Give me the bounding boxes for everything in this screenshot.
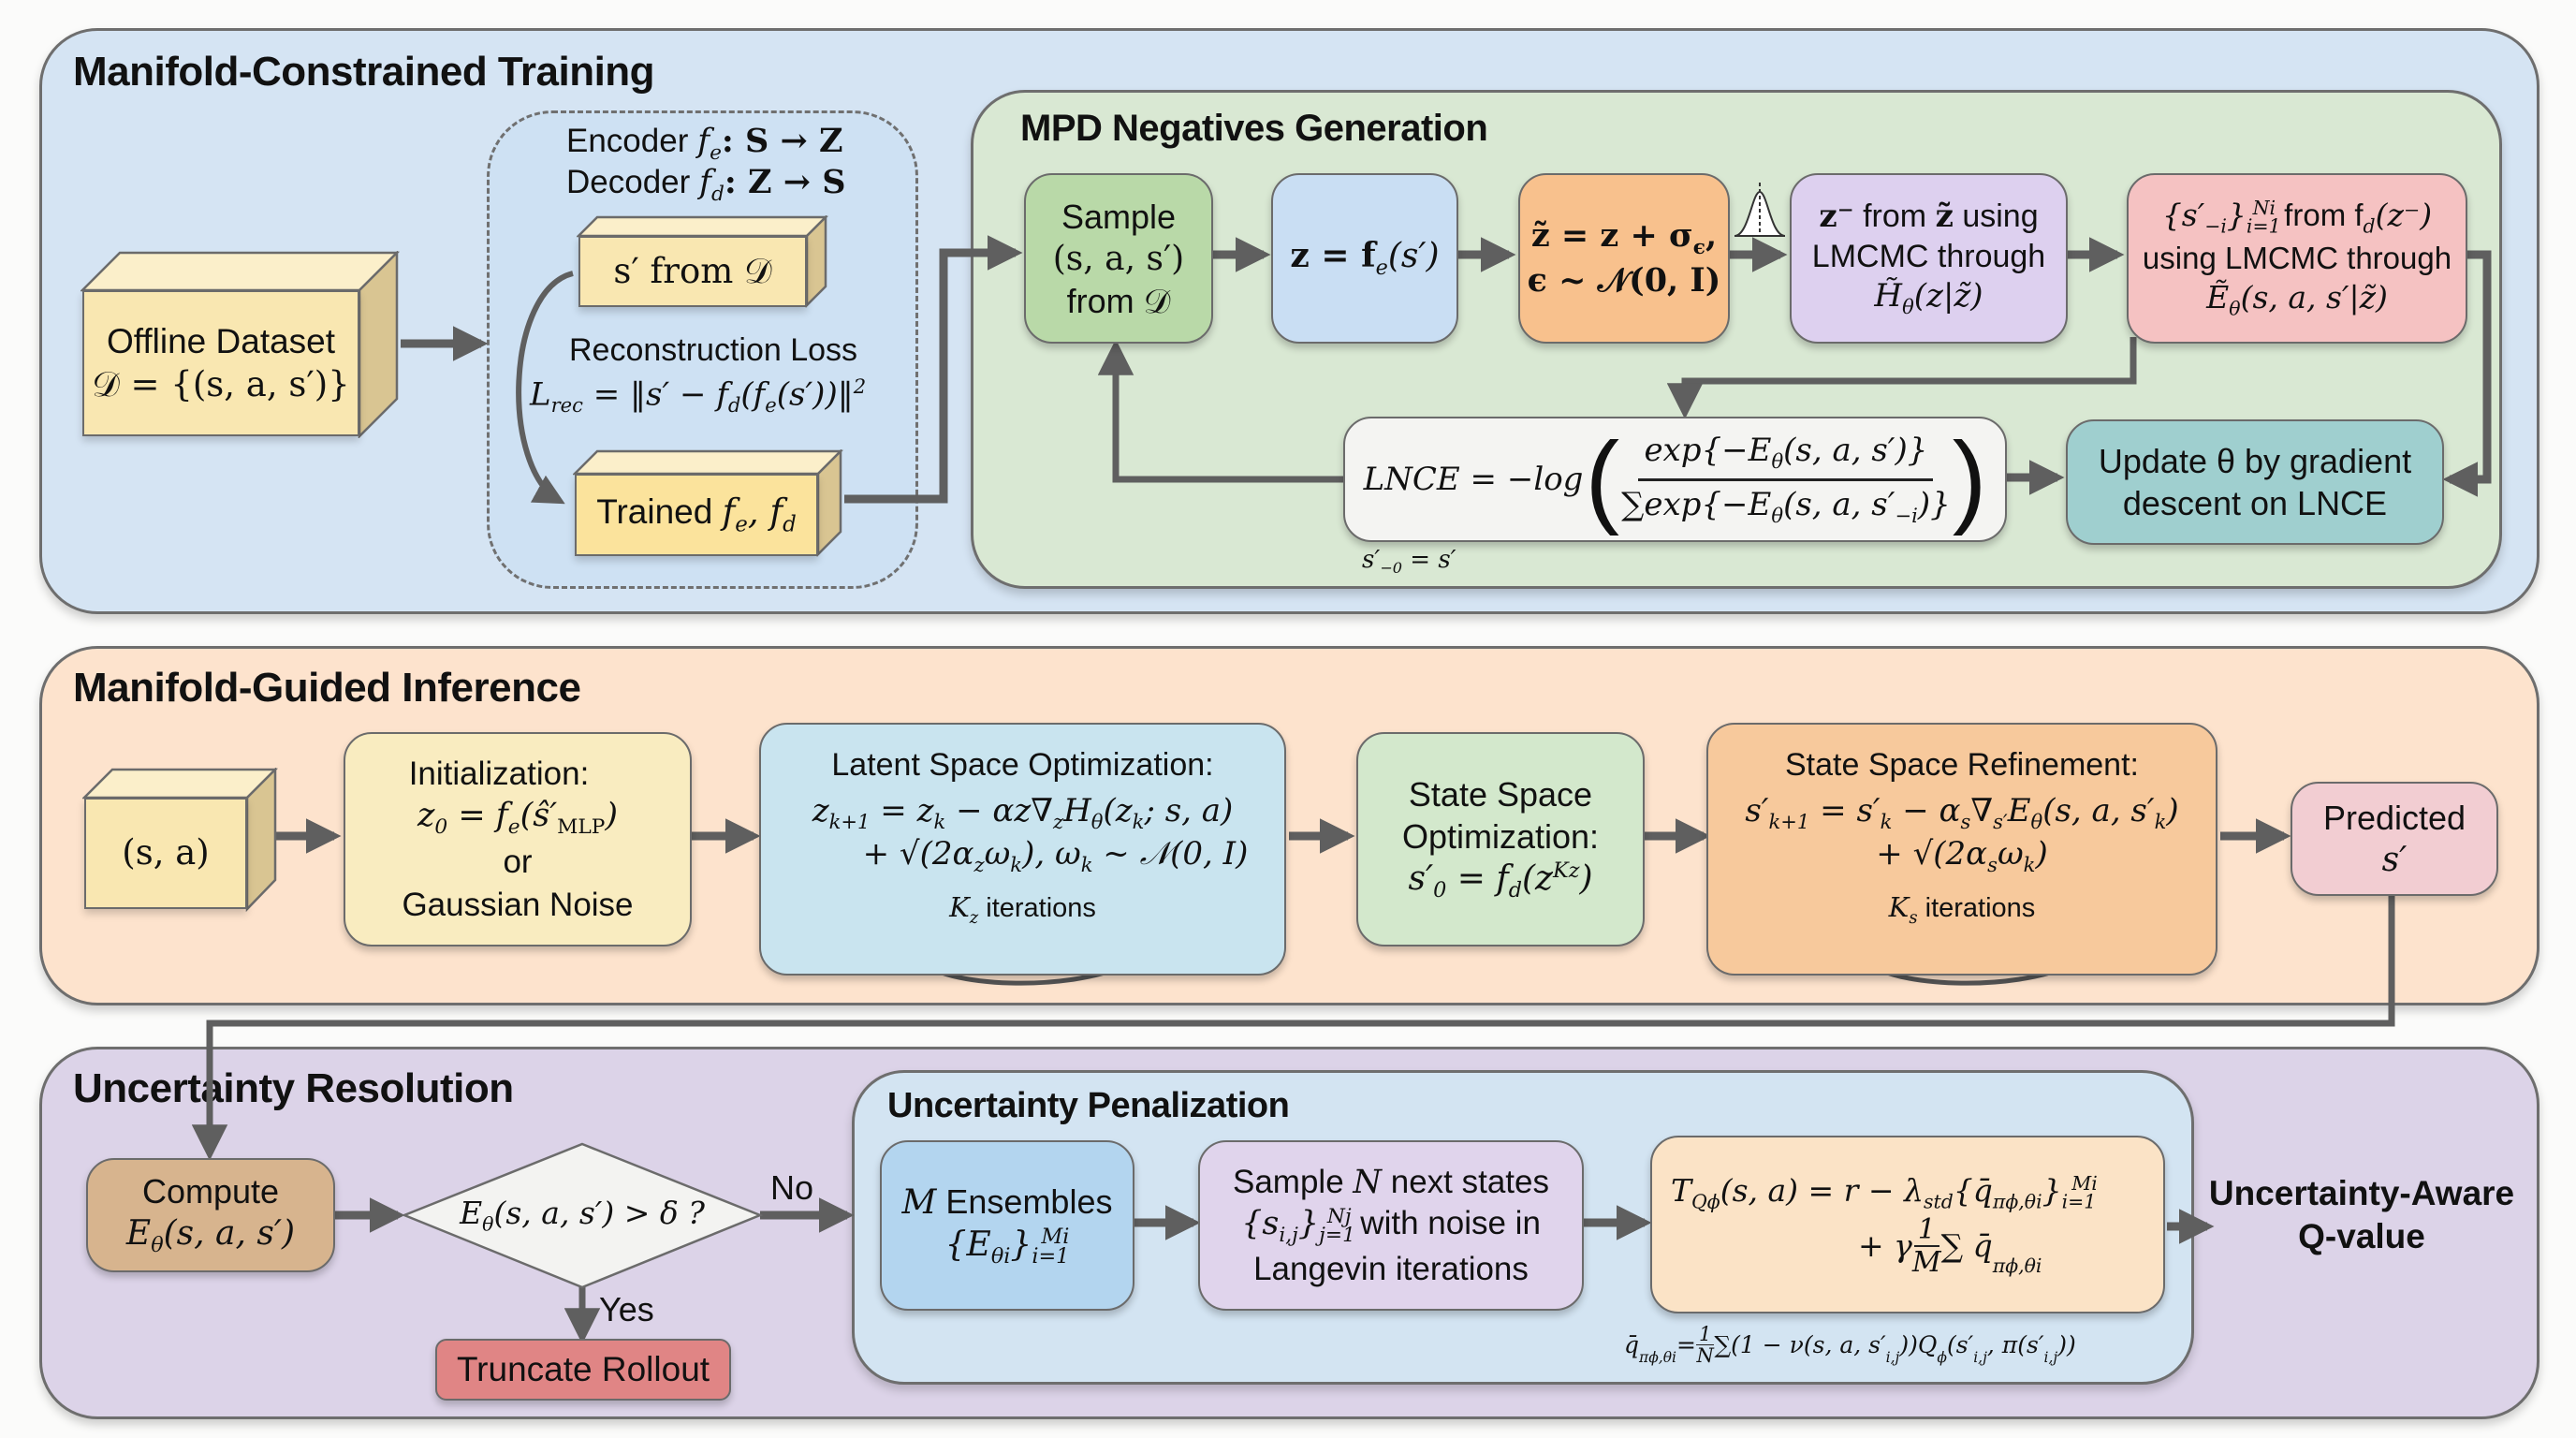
initialization-node: Initialization: z0 = fe(ŝ′MLP) or Gaussi…	[344, 732, 692, 946]
encode-node: z = fe(s′)	[1271, 173, 1458, 344]
compute-energy-node: Compute Eθ(s, a, s′)	[86, 1158, 335, 1272]
inference-input-node: (s, a)	[82, 768, 279, 913]
offline-dataset-label: Offline Dataset	[106, 321, 336, 360]
truncate-rollout-button: Truncate Rollout	[435, 1339, 731, 1401]
trained-autoencoder-front: Trained fe, fd	[575, 474, 818, 556]
kz-iterations-label: Kz iterations	[949, 890, 1096, 928]
ensembles-node: M Ensembles {Eθi}i=1Mi	[880, 1140, 1134, 1311]
reconstruction-loss-formula: Lrec = ‖s′ − fd(fe(s′))‖2	[530, 374, 867, 418]
section-title-uncertainty: Uncertainty Resolution	[73, 1065, 514, 1111]
decision-yes-label: Yes	[599, 1290, 654, 1328]
update-theta-node: Update θ by gradient descent on LNCE	[2066, 419, 2444, 545]
lnce-loss-node: LNCE = −log ( exp{−Eθ(s, a, s′)} ∑exp{−E…	[1343, 417, 2007, 542]
section-title-training: Manifold-Constrained Training	[73, 49, 655, 95]
state-space-refinement-node: State Space Refinement: s′k+1 = s′k − αs…	[1706, 723, 2217, 976]
inference-input-front: (s, a)	[84, 798, 247, 909]
uncertainty-aware-q-value-output: Uncertainty-Aware Q-value	[2208, 1174, 2515, 1256]
reconstruction-loss-title: Reconstruction Loss	[569, 332, 858, 368]
perturb-node: z̃ = z + σϵ, ϵ ~ 𝒩(0, I)	[1518, 173, 1730, 344]
state-space-optimization-node: State Space Optimization: s′0 = fd(zKz)	[1356, 732, 1645, 946]
latent-space-optimization-node: Latent Space Optimization: zk+1 = zk − α…	[759, 723, 1286, 976]
decision-no-label: No	[770, 1168, 814, 1207]
section-title-mpd: MPD Negatives Generation	[1020, 108, 1488, 149]
decoder-label: Decoder fd: Z → S	[566, 163, 846, 206]
trained-autoencoder-node: Trained fe, fd	[573, 449, 844, 557]
decision-condition: Eθ(s, a, s′) > δ ?	[460, 1195, 705, 1236]
encoder-label: Encoder fe: S → Z	[566, 122, 843, 165]
offline-dataset-node: Offline Dataset 𝒟 = {(s, a, s′)}	[80, 251, 403, 438]
sample-s-prime-node: s′ from 𝒟	[577, 215, 829, 309]
sample-next-states-node: Sample N next states {si,j}j=1Nj with no…	[1198, 1140, 1584, 1311]
ks-iterations-label: Ks iterations	[1888, 890, 2036, 928]
target-q-node: TQϕ(s, a) = r − λstd{q̄πϕ,θi}i=1Mi + γ 1…	[1650, 1136, 2165, 1313]
lnce-note: s′−0 = s′	[1362, 546, 1456, 578]
latent-lmcmc-node: z⁻ from z̃ using LMCMC through H̃θ(z|z̃)	[1790, 173, 2068, 344]
section-title-penalization: Uncertainty Penalization	[887, 1086, 1290, 1125]
sample-s-prime-label: s′ from 𝒟	[613, 250, 772, 291]
offline-dataset-formula: 𝒟 = {(s, a, s′)}	[92, 364, 350, 404]
mpd-sample-node: Sample (s, a, s′) from 𝒟	[1024, 173, 1213, 344]
mpd-sample-label: Sample	[1061, 197, 1177, 236]
state-lmcmc-node: {s′−i}i=1Ni from fd(z⁻) using LMCMC thro…	[2127, 173, 2467, 344]
trained-label: Trained	[596, 492, 723, 532]
offline-dataset-front: Offline Dataset 𝒟 = {(s, a, s′)}	[82, 290, 359, 436]
mpd-sample-source: from 𝒟	[1066, 281, 1171, 320]
section-title-inference: Manifold-Guided Inference	[73, 665, 581, 711]
predicted-state-node: Predicted s′	[2291, 782, 2498, 896]
mpd-sample-tuple: (s, a, s′)	[1052, 239, 1185, 278]
sample-s-prime-front: s′ from 𝒟	[578, 236, 807, 307]
